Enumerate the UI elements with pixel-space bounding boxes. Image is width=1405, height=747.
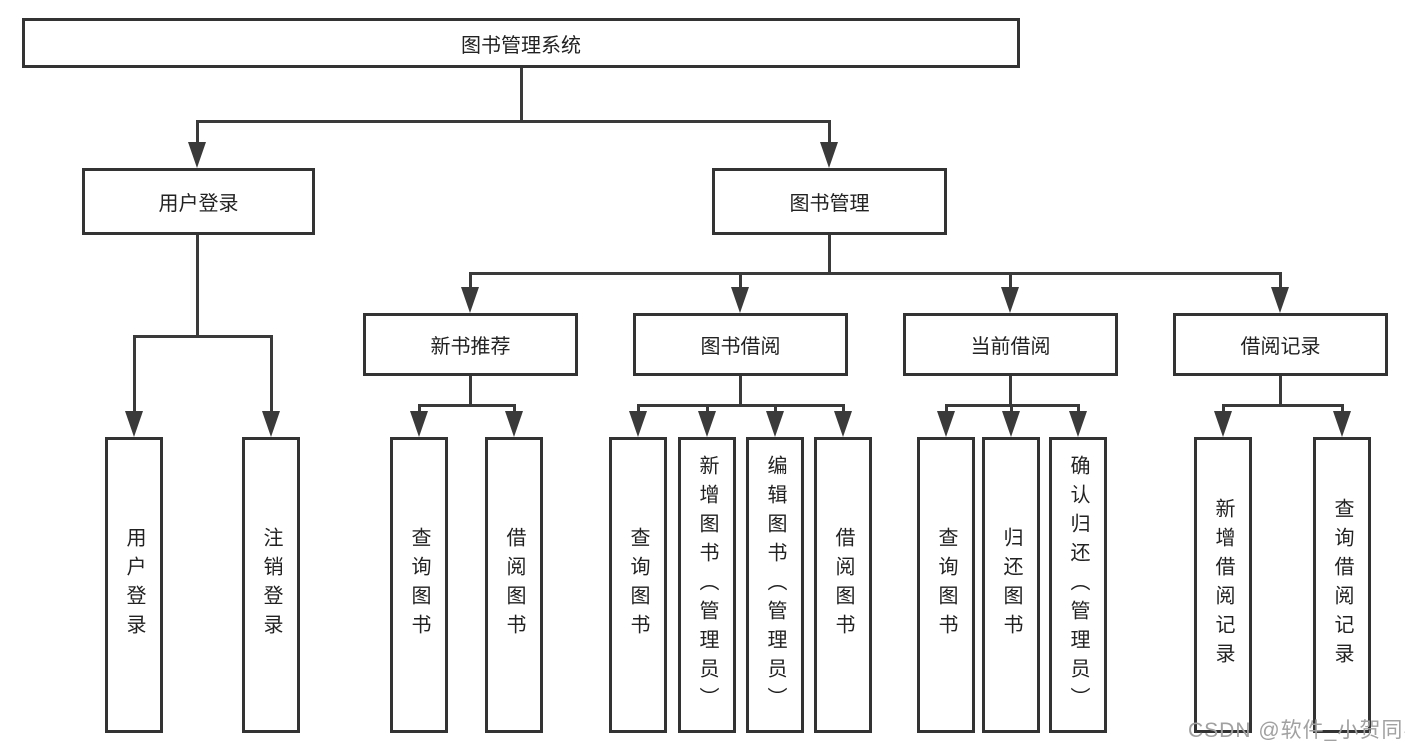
connector-line xyxy=(842,404,845,413)
arrow-down-icon xyxy=(1271,287,1289,313)
connector-line xyxy=(418,404,421,413)
node-borrow-records-label: 借阅记录 xyxy=(1240,336,1321,358)
connector-line xyxy=(774,404,777,413)
connector-line xyxy=(418,404,516,407)
arrow-down-icon xyxy=(766,411,784,437)
arrow-down-icon xyxy=(629,411,647,437)
arrow-down-icon xyxy=(262,411,280,437)
connector-line xyxy=(469,272,472,288)
leaf-label: 编辑图书（管理员） xyxy=(764,454,786,716)
arrow-down-icon xyxy=(1214,411,1232,437)
connector-line xyxy=(469,376,472,407)
leaf-label: 新增图书（管理员） xyxy=(696,454,718,716)
leaf-label: 查询借阅记录 xyxy=(1331,498,1353,672)
connector-line xyxy=(706,404,709,413)
leaf-label: 借阅图书 xyxy=(503,527,525,643)
connector-line xyxy=(1279,376,1282,407)
connector-line xyxy=(828,120,831,144)
connector-line xyxy=(637,404,640,413)
leaf-label: 新增借阅记录 xyxy=(1212,498,1234,672)
node-book-management-module: 图书管理 xyxy=(712,168,947,235)
connector-line xyxy=(828,235,831,274)
connector-line xyxy=(133,335,136,412)
leaf-label: 归还图书 xyxy=(1000,527,1022,643)
connector-line xyxy=(196,120,199,144)
node-current-borrow: 当前借阅 xyxy=(903,313,1118,376)
connector-line xyxy=(520,68,523,122)
connector-line xyxy=(945,404,948,413)
arrow-down-icon xyxy=(698,411,716,437)
leaf-label: 注销登录 xyxy=(260,527,282,643)
connector-line xyxy=(1341,404,1344,413)
arrow-down-icon xyxy=(410,411,428,437)
arrow-down-icon xyxy=(937,411,955,437)
connector-line xyxy=(1077,404,1080,413)
arrow-down-icon xyxy=(1069,411,1087,437)
leaf-label: 查询图书 xyxy=(935,527,957,643)
leaf-label: 用户登录 xyxy=(123,527,145,643)
connector-line xyxy=(469,272,1282,275)
arrow-down-icon xyxy=(505,411,523,437)
connector-line xyxy=(739,376,742,407)
arrow-down-icon xyxy=(188,142,206,168)
node-leaf-return-book: 归还图书 xyxy=(982,437,1040,733)
node-leaf-query-books-2: 查询图书 xyxy=(609,437,667,733)
node-leaf-borrow-books-1: 借阅图书 xyxy=(485,437,543,733)
node-root: 图书管理系统 xyxy=(22,18,1020,68)
leaf-label: 查询图书 xyxy=(408,527,430,643)
node-leaf-query-books-1: 查询图书 xyxy=(390,437,448,733)
arrow-down-icon xyxy=(731,287,749,313)
node-current-borrow-label: 当前借阅 xyxy=(970,336,1051,358)
connector-line xyxy=(1222,404,1225,413)
connector-line xyxy=(1279,272,1282,288)
node-leaf-borrow-books-2: 借阅图书 xyxy=(814,437,872,733)
node-borrow-records: 借阅记录 xyxy=(1173,313,1388,376)
leaf-label: 借阅图书 xyxy=(832,527,854,643)
node-book-borrow-label: 图书借阅 xyxy=(700,336,781,358)
node-book-borrow: 图书借阅 xyxy=(633,313,848,376)
node-leaf-logout: 注销登录 xyxy=(242,437,300,733)
node-leaf-query-borrow-record: 查询借阅记录 xyxy=(1313,437,1371,733)
arrow-down-icon xyxy=(1001,287,1019,313)
node-leaf-query-books-3: 查询图书 xyxy=(917,437,975,733)
connector-line xyxy=(270,335,273,412)
connector-line xyxy=(1010,404,1013,413)
connector-line xyxy=(637,404,845,407)
leaf-label: 确认归还（管理员） xyxy=(1067,454,1089,716)
connector-line xyxy=(1009,376,1012,407)
connector-line xyxy=(196,120,831,123)
arrow-down-icon xyxy=(834,411,852,437)
connector-line xyxy=(1009,272,1012,288)
connector-line xyxy=(513,404,516,413)
connector-line xyxy=(1222,404,1344,407)
arrow-down-icon xyxy=(1333,411,1351,437)
node-root-label: 图书管理系统 xyxy=(461,34,581,57)
node-leaf-edit-book-admin: 编辑图书（管理员） xyxy=(746,437,804,733)
arrow-down-icon xyxy=(461,287,479,313)
connector-line xyxy=(196,235,199,338)
node-leaf-user-login: 用户登录 xyxy=(105,437,163,733)
arrow-down-icon xyxy=(820,142,838,168)
node-book-management-module-label: 图书管理 xyxy=(789,193,870,215)
node-user-login-module-label: 用户登录 xyxy=(158,193,239,215)
node-leaf-add-borrow-record: 新增借阅记录 xyxy=(1194,437,1252,733)
arrow-down-icon xyxy=(125,411,143,437)
node-leaf-add-book-admin: 新增图书（管理员） xyxy=(678,437,736,733)
node-user-login-module: 用户登录 xyxy=(82,168,315,235)
leaf-label: 查询图书 xyxy=(627,527,649,643)
node-new-book-recommend-label: 新书推荐 xyxy=(430,336,511,358)
node-leaf-confirm-return-admin: 确认归还（管理员） xyxy=(1049,437,1107,733)
connector-line xyxy=(739,272,742,288)
node-new-book-recommend: 新书推荐 xyxy=(363,313,578,376)
connector-line xyxy=(133,335,273,338)
csdn-watermark: CSDN @软件_小贺同学 xyxy=(1188,719,1405,742)
arrow-down-icon xyxy=(1002,411,1020,437)
